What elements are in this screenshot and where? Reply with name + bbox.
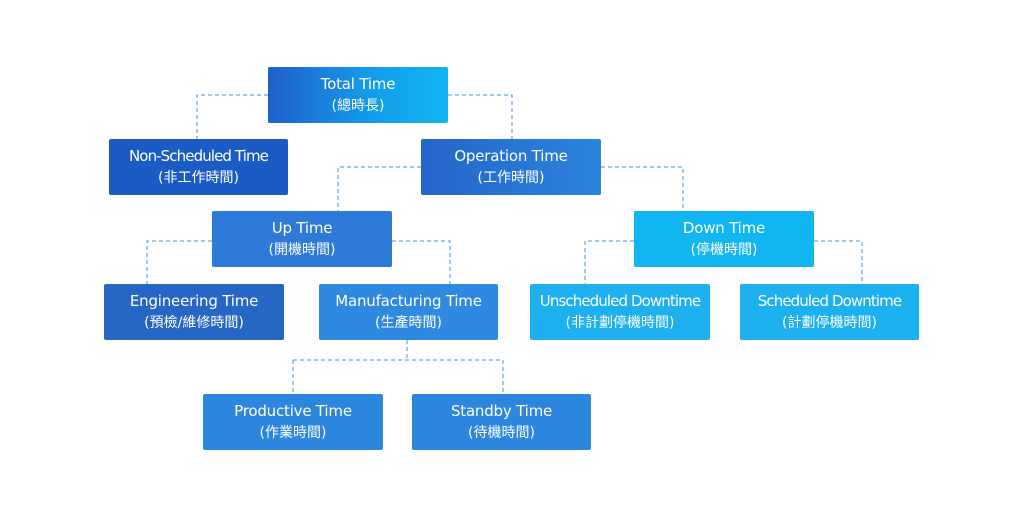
- node-label-zh: (非工作時間): [158, 170, 239, 186]
- connector-manufacturing-to-children: [292, 340, 504, 394]
- node-label-zh: (待機時間): [468, 425, 535, 441]
- connector-down-to-unscheduled: [584, 240, 634, 284]
- node-label-zh: (預檢/維修時間): [144, 315, 244, 331]
- node-label-zh: (非計劃停機時間): [565, 315, 675, 331]
- node-engineering-time: Engineering Time (預檢/維修時間): [104, 284, 284, 340]
- connector-operation-to-up: [337, 166, 421, 211]
- node-up-time: Up Time (開機時間): [212, 211, 392, 267]
- node-label-en: Productive Time: [234, 402, 352, 420]
- node-scheduled-downtime: Scheduled Downtime (計劃停機時間): [740, 284, 919, 340]
- node-label-zh: (作業時間): [259, 425, 327, 441]
- node-label-zh: (停機時間): [690, 242, 758, 258]
- node-standby-time: Standby Time (待機時間): [412, 394, 591, 450]
- node-label-zh: (生產時間): [375, 315, 442, 331]
- node-down-time: Down Time (停機時間): [634, 211, 814, 267]
- connector-down-to-scheduled: [814, 240, 863, 284]
- node-label-en: Down Time: [682, 219, 766, 237]
- node-label-en: Scheduled Downtime: [757, 292, 902, 310]
- connector-total-to-non-scheduled: [196, 94, 268, 139]
- node-total-time: Total Time (總時長): [268, 67, 448, 123]
- node-label-en: Total Time: [320, 75, 396, 93]
- connector-up-to-manufacturing: [392, 240, 451, 284]
- node-manufacturing-time: Manufacturing Time (生產時間): [319, 284, 498, 340]
- node-label-en: Standby Time: [450, 402, 553, 420]
- connector-up-to-engineering: [146, 240, 212, 284]
- connector-operation-to-down: [601, 166, 684, 211]
- node-label-en: Engineering Time: [129, 292, 259, 310]
- node-label-zh: (總時長): [331, 98, 385, 114]
- node-label-en: Up Time: [271, 219, 333, 237]
- node-label-en: Manufacturing Time: [335, 292, 482, 310]
- node-label-en: Operation Time: [454, 147, 568, 165]
- node-non-scheduled-time: Non-Scheduled Time (非工作時間): [109, 139, 288, 195]
- node-label-en: Non-Scheduled Time: [128, 147, 269, 165]
- node-unscheduled-downtime: Unscheduled Downtime (非計劃停機時間): [530, 284, 710, 340]
- node-label-en: Unscheduled Downtime: [539, 292, 701, 310]
- node-productive-time: Productive Time (作業時間): [203, 394, 383, 450]
- connector-total-to-operation: [448, 94, 513, 139]
- node-operation-time: Operation Time (工作時間): [421, 139, 601, 195]
- node-label-zh: (計劃停機時間): [782, 315, 877, 331]
- node-label-zh: (工作時間): [477, 170, 545, 186]
- node-label-zh: (開機時間): [268, 242, 336, 258]
